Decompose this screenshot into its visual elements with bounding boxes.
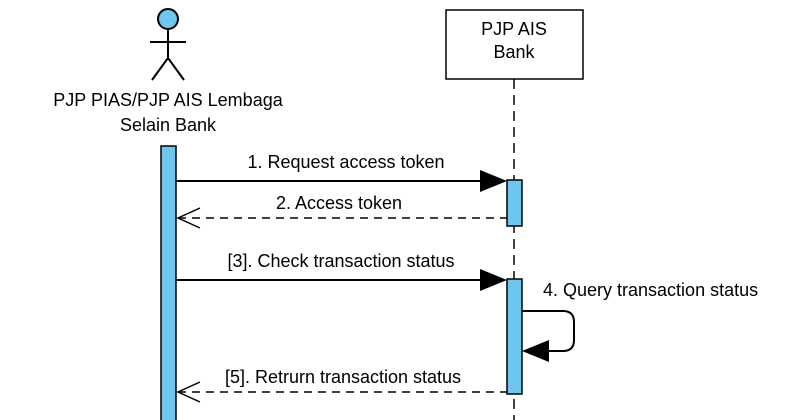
bank-label-line2: Bank <box>493 42 535 62</box>
message-3-arrowhead <box>480 269 507 291</box>
actor-figure <box>150 8 186 81</box>
bank-activation-bar-1 <box>506 179 523 227</box>
message-1-label: 1. Request access token <box>247 152 444 172</box>
message-4-arrowhead <box>522 340 549 362</box>
message-4-label: 4. Query transaction status <box>543 280 758 300</box>
message-4-selfcall-line <box>522 310 575 352</box>
bank-participant-box <box>445 9 584 80</box>
actor-label-line2: Selain Bank <box>120 115 217 135</box>
client-activation-bar <box>160 145 177 420</box>
message-3-label: [3]. Check transaction status <box>227 251 454 271</box>
message-1-arrowhead <box>480 170 507 192</box>
message-5-label: [5]. Retrurn transaction status <box>225 367 461 387</box>
actor-head <box>157 8 179 30</box>
bank-label-line1: PJP AIS <box>481 19 547 39</box>
message-2-label: 2. Access token <box>276 193 402 213</box>
message-5-arrowhead <box>176 381 201 403</box>
message-2-arrowhead <box>176 207 201 229</box>
bank-activation-bar-2 <box>506 278 523 395</box>
actor-label-line1: PJP PIAS/PJP AIS Lembaga <box>53 90 283 110</box>
